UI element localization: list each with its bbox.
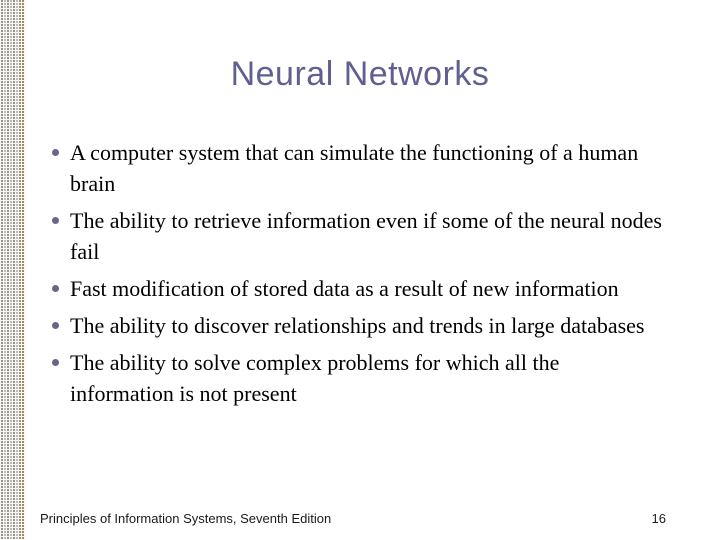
page-number: 16: [651, 511, 666, 526]
bullet-dot-icon: [52, 322, 59, 329]
bullet-dot-icon: [52, 217, 59, 224]
bullet-text: A computer system that can simulate the …: [70, 140, 639, 196]
bullet-text: The ability to discover relationships an…: [70, 313, 645, 338]
dot-grid-tan-column: [22, 0, 24, 540]
bullet-dot-icon: [52, 149, 59, 156]
slide-title: Neural Networks: [230, 55, 490, 93]
bullet-list: A computer system that can simulate the …: [52, 137, 667, 415]
bullet-text: The ability to solve complex problems fo…: [70, 350, 560, 406]
bullet-item: A computer system that can simulate the …: [52, 137, 667, 199]
bullet-item: The ability to retrieve information even…: [52, 205, 667, 267]
footer-source-text: Principles of Information Systems, Seven…: [40, 511, 332, 526]
bullet-item: Fast modification of stored data as a re…: [52, 273, 667, 304]
bullet-dot-icon: [52, 285, 59, 292]
bullet-item: The ability to solve complex problems fo…: [52, 347, 667, 409]
dot-grid-pattern: [1, 0, 21, 540]
bullet-dot-icon: [52, 359, 59, 366]
decorative-dotted-edge: [0, 0, 26, 540]
bullet-item: The ability to discover relationships an…: [52, 310, 667, 341]
bullet-text: The ability to retrieve information even…: [70, 208, 662, 264]
bullet-text: Fast modification of stored data as a re…: [70, 276, 619, 301]
